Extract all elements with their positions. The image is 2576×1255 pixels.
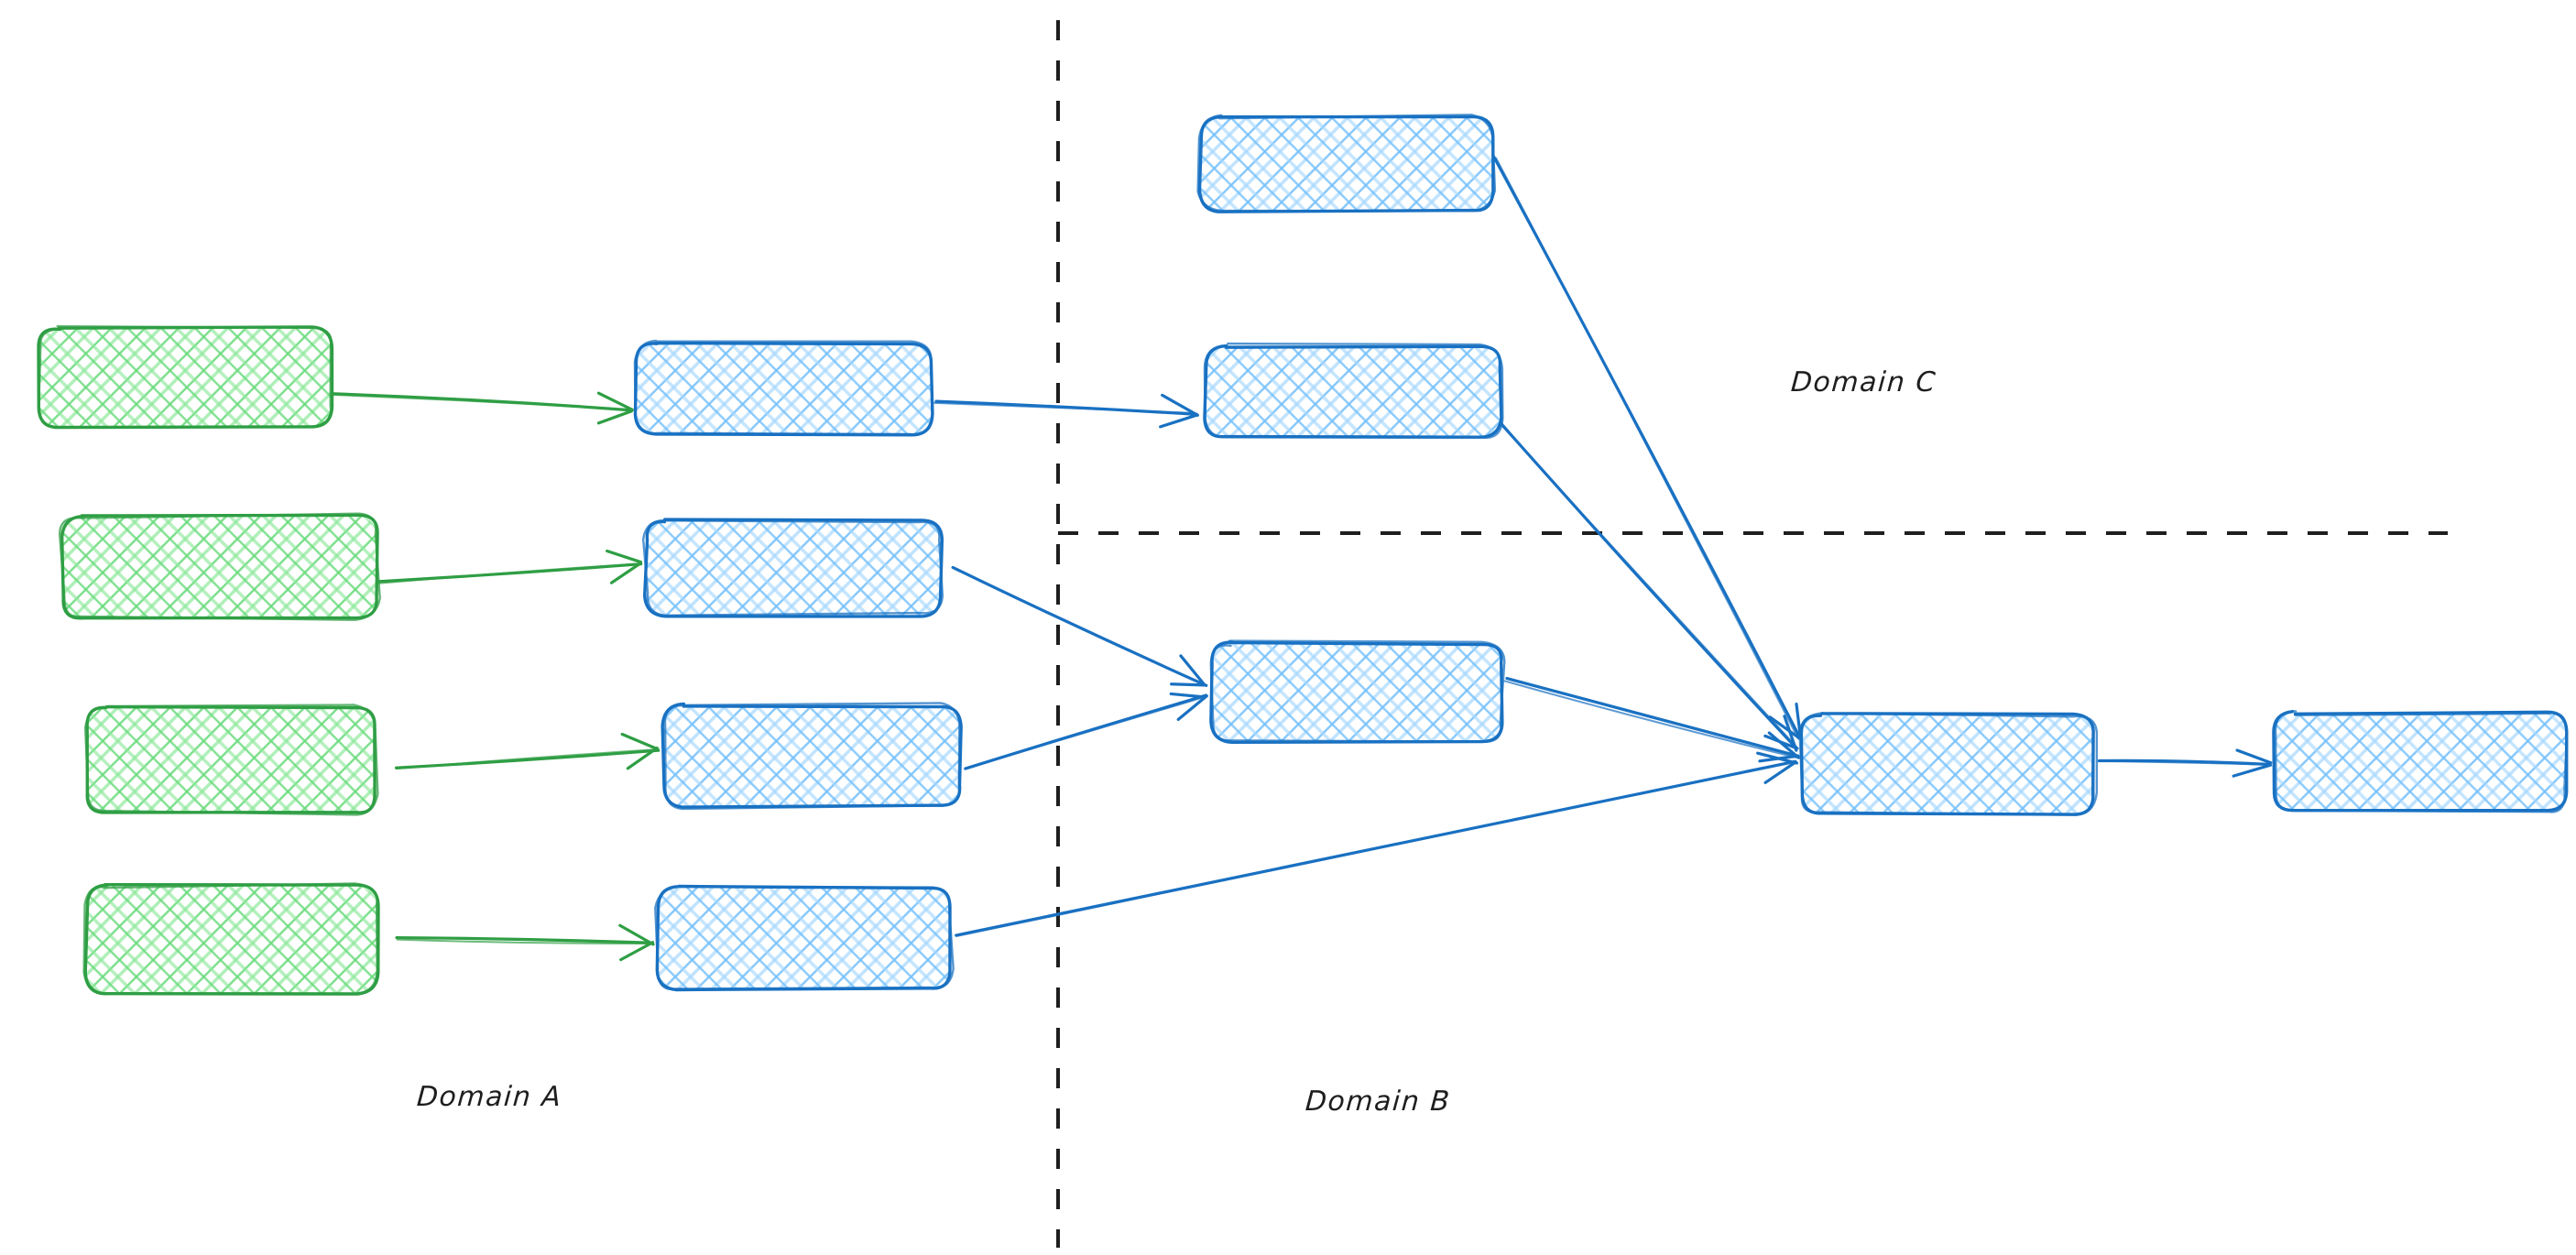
node-outline-a3 xyxy=(83,704,379,816)
node-fill-a4 xyxy=(86,886,377,993)
edge-arrowhead xyxy=(1763,760,1797,784)
edge-c3-b3 xyxy=(964,692,1208,770)
edge-arrowhead xyxy=(1170,682,1206,687)
edge-shaft xyxy=(1503,680,1798,759)
node-outline-e1 xyxy=(2274,710,2569,813)
edge-arrowhead xyxy=(618,923,655,946)
node-fill-b2 xyxy=(1206,346,1501,438)
node-d1[interactable] xyxy=(1798,712,2099,816)
label-domain-b: Domain B xyxy=(1304,1086,1452,1118)
label-domain-c: Domain C xyxy=(1789,366,1938,398)
edge-shaft xyxy=(1495,157,1800,740)
edge-arrowhead xyxy=(1795,702,1803,739)
node-c4[interactable] xyxy=(654,884,955,992)
edge-shaft xyxy=(933,401,1196,414)
edge-arrowhead xyxy=(596,391,634,411)
edge-shaft xyxy=(396,938,652,945)
edge-arrowhead xyxy=(626,746,659,770)
edge-arrowhead xyxy=(1767,731,1800,759)
node-a2[interactable] xyxy=(58,512,381,621)
edge-d1-e1 xyxy=(2097,748,2273,778)
node-outline-c1 xyxy=(633,339,933,436)
node-layer xyxy=(37,114,2569,996)
node-b2[interactable] xyxy=(1203,342,1504,440)
edge-shaft xyxy=(952,567,1206,686)
node-e1[interactable] xyxy=(2272,709,2569,813)
node-c3[interactable] xyxy=(660,702,963,811)
edge-a3-c3 xyxy=(394,732,660,770)
edge-shaft xyxy=(2097,759,2271,766)
node-fill-b3 xyxy=(1211,643,1502,742)
node-fill-a1 xyxy=(38,328,332,427)
node-outline-b3 xyxy=(1209,639,1506,743)
node-outline-c4 xyxy=(654,885,955,991)
node-b3[interactable] xyxy=(1209,639,1506,745)
node-b1[interactable] xyxy=(1196,114,1497,213)
edge-arrowhead xyxy=(2235,748,2273,765)
edge-c2-b3 xyxy=(951,565,1208,687)
edge-arrowhead xyxy=(1161,393,1199,417)
edge-arrowhead xyxy=(620,732,660,751)
label-domain-a: Domain A xyxy=(415,1081,563,1113)
edge-shaft xyxy=(955,759,1796,937)
edge-shaft xyxy=(1500,423,1799,750)
edge-shaft xyxy=(966,695,1208,769)
edge-layer xyxy=(331,155,2273,962)
edge-arrowhead xyxy=(1768,715,1801,739)
edge-b2-d1 xyxy=(1499,421,1799,752)
edge-arrowhead xyxy=(1176,694,1208,722)
node-fill-a3 xyxy=(86,707,376,813)
edge-b1-d1 xyxy=(1492,155,1803,740)
divider-layer xyxy=(1056,20,2448,1248)
node-outline-b2 xyxy=(1203,342,1504,440)
node-outline-d1 xyxy=(1798,712,2099,816)
node-a3[interactable] xyxy=(83,704,379,816)
edge-arrowhead xyxy=(1179,654,1206,687)
edge-shaft xyxy=(395,935,653,944)
edge-arrowhead xyxy=(1159,413,1198,429)
node-fill-d1 xyxy=(1801,715,2094,813)
node-outline-b1 xyxy=(1196,114,1497,213)
node-fill-e1 xyxy=(2274,713,2567,812)
node-outline-a1 xyxy=(38,324,333,429)
node-a1[interactable] xyxy=(37,324,334,430)
node-fill-c1 xyxy=(637,343,932,434)
edge-a2-c2 xyxy=(375,549,643,585)
node-fill-c3 xyxy=(663,705,960,806)
edge-shaft xyxy=(375,562,642,585)
node-a4[interactable] xyxy=(82,882,380,996)
edge-arrowhead xyxy=(596,409,633,425)
edge-shaft xyxy=(333,394,634,411)
edge-arrowhead xyxy=(2232,763,2273,778)
node-fill-c2 xyxy=(646,520,941,616)
edge-b3-d1 xyxy=(1503,676,1800,763)
edge-shaft xyxy=(395,748,660,770)
node-outline-c2 xyxy=(642,518,944,618)
node-c2[interactable] xyxy=(641,518,944,618)
edge-arrowhead xyxy=(619,941,655,962)
node-outline-a4 xyxy=(82,882,378,995)
node-fill-b1 xyxy=(1200,117,1493,211)
node-outline-c3 xyxy=(663,702,961,811)
edge-a1-c1 xyxy=(331,391,634,425)
edge-c1-b2 xyxy=(933,393,1199,429)
edge-arrowhead xyxy=(1169,692,1207,699)
node-outline-a2 xyxy=(58,512,381,621)
edge-arrowhead xyxy=(609,562,643,584)
node-fill-a2 xyxy=(62,516,377,618)
node-outline-c2 xyxy=(641,518,944,617)
edge-arrowhead xyxy=(606,549,643,564)
edge-arrowhead xyxy=(1756,751,1799,765)
edge-c4-d1 xyxy=(955,751,1799,937)
edge-a4-c4 xyxy=(395,923,655,962)
node-c1[interactable] xyxy=(633,339,934,437)
edge-arrowhead xyxy=(1783,715,1798,752)
edge-shaft xyxy=(1505,676,1800,758)
node-fill-c4 xyxy=(658,887,951,989)
